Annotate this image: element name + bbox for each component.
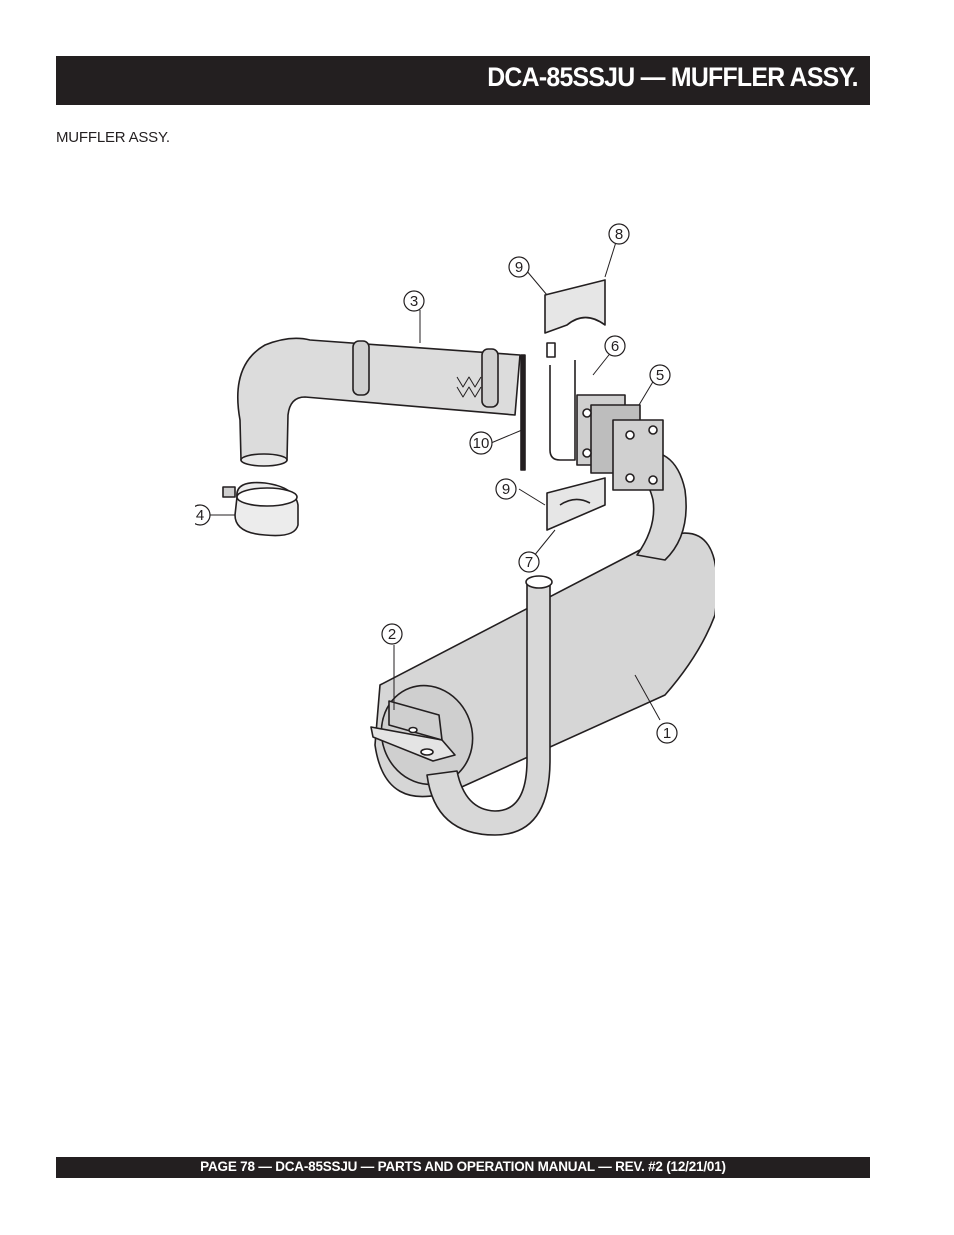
page-header-bar: DCA-85SSJU — MUFFLER ASSY.: [56, 56, 870, 105]
svg-text:8: 8: [615, 226, 623, 243]
band-clamp: [222, 481, 299, 537]
leader-lines: [207, 241, 661, 721]
svg-text:7: 7: [525, 554, 533, 571]
svg-text:4: 4: [196, 507, 204, 524]
svg-text:2: 2: [388, 626, 396, 643]
clamp-upper: [544, 279, 606, 334]
callout-9-lower: 9: [495, 478, 517, 500]
section-subtitle: MUFFLER ASSY.: [56, 129, 170, 146]
tailpipe: [426, 575, 553, 836]
svg-text:6: 6: [611, 338, 619, 355]
page-footer-bar: PAGE 78 — DCA-85SSJU — PARTS AND OPERATI…: [56, 1157, 870, 1178]
callout-7: 7: [518, 551, 540, 573]
callout-4: 4: [195, 504, 211, 526]
svg-text:10: 10: [473, 435, 490, 452]
footer-text: PAGE 78 — DCA-85SSJU — PARTS AND OPERATI…: [200, 1159, 726, 1174]
callout-1: 1: [656, 722, 678, 744]
callout-2: 2: [381, 623, 403, 645]
callout-8: 8: [608, 223, 630, 245]
svg-text:9: 9: [515, 259, 523, 276]
svg-text:3: 3: [410, 293, 418, 310]
u-bolt: [546, 342, 576, 461]
svg-text:1: 1: [663, 725, 671, 742]
callout-6: 6: [604, 335, 626, 357]
callout-10: 10: [469, 431, 493, 455]
flange-gasket: [576, 394, 664, 491]
mounting-bracket: [370, 700, 456, 762]
page-title: DCA-85SSJU — MUFFLER ASSY.: [487, 62, 858, 92]
exhaust-pipe: [237, 337, 521, 467]
callout-5: 5: [649, 364, 671, 386]
svg-text:9: 9: [502, 481, 510, 498]
muffler-assembly-diagram: 1 2 3 4 5 6 7 8 9 9 10: [195, 223, 715, 836]
svg-text:5: 5: [656, 367, 664, 384]
gasket-plate: [520, 354, 526, 471]
clamp-lower: [546, 477, 606, 531]
callout-3: 3: [403, 290, 425, 312]
callout-9-upper: 9: [508, 256, 530, 278]
